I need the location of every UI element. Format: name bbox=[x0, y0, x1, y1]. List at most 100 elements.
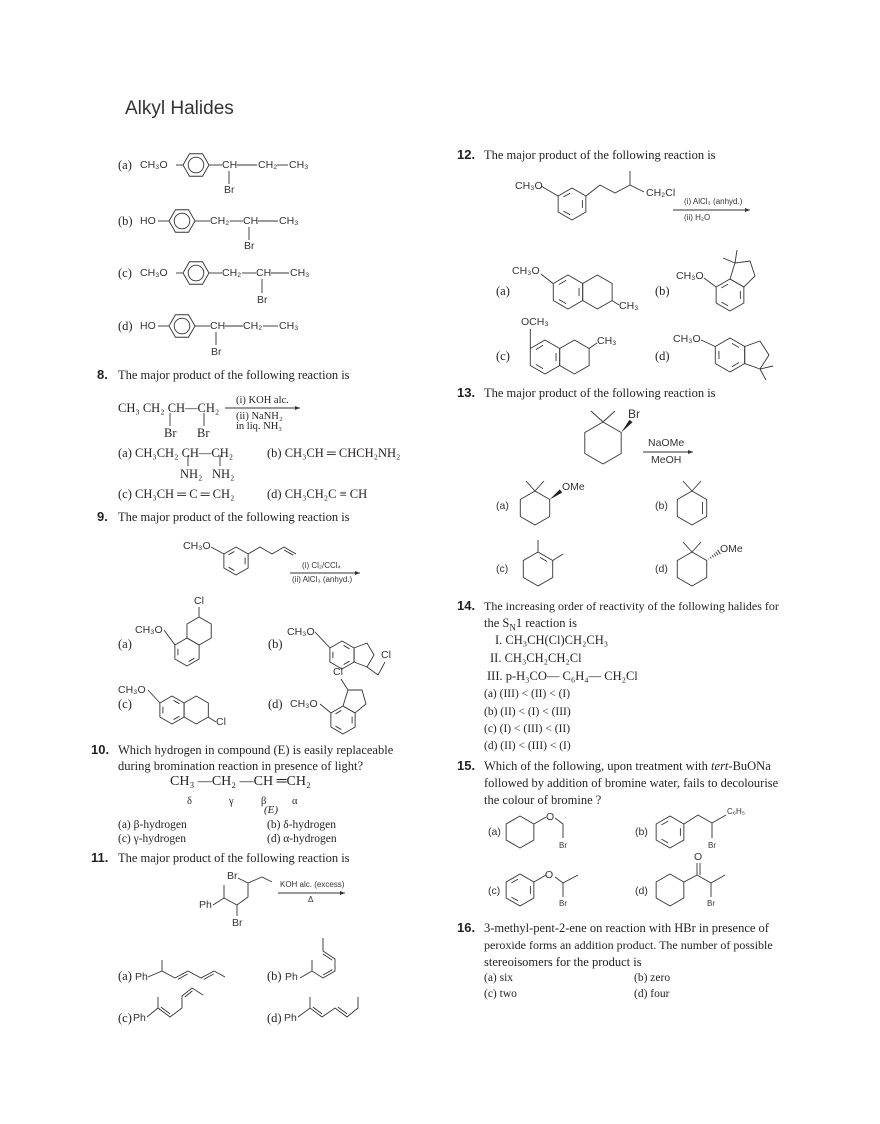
cyclohexane-ring bbox=[522, 551, 554, 587]
cyclohexane-ring bbox=[505, 815, 535, 849]
option-c: (c) CH₃CH ═ C ═ CH₂ bbox=[118, 487, 235, 501]
option-label: (a) bbox=[118, 969, 132, 983]
bond-line bbox=[683, 874, 726, 884]
option-label: (a) bbox=[496, 500, 509, 512]
question-number: 13. bbox=[457, 385, 476, 400]
double-bond-line bbox=[173, 715, 180, 720]
bond-line bbox=[691, 541, 702, 553]
subscript: N bbox=[509, 622, 516, 633]
cyclopentane-ring bbox=[353, 642, 375, 668]
bond-line bbox=[552, 553, 564, 561]
question-number: 9. bbox=[97, 509, 108, 524]
group-label: CH₃O bbox=[183, 540, 211, 552]
question-number: 15. bbox=[457, 758, 476, 773]
double-bond-line bbox=[228, 566, 235, 571]
bond-line bbox=[585, 184, 645, 197]
question-number: 12. bbox=[457, 147, 476, 162]
option-label: (d) bbox=[635, 885, 648, 897]
greek-label: α bbox=[292, 796, 298, 807]
option-label: (c) bbox=[488, 885, 501, 897]
option-label: (d) bbox=[268, 697, 283, 711]
option-a: (a) (III) < (II) < (I) bbox=[484, 688, 571, 700]
group-label: Br bbox=[227, 870, 238, 882]
group-label: Ph bbox=[199, 899, 212, 911]
option-b: (b) zero bbox=[634, 972, 671, 984]
question-text: 3-methyl-pent-2-ene on reaction with HBr… bbox=[484, 921, 769, 935]
bond-line bbox=[207, 716, 217, 723]
group-label: C₆H₅ bbox=[727, 807, 746, 816]
double-bond-line bbox=[731, 362, 740, 367]
question-text: peroxide forms an addition product. The … bbox=[484, 938, 773, 952]
bond-line bbox=[682, 480, 693, 492]
option-label: (d) bbox=[267, 1011, 282, 1025]
option-label: (b) bbox=[268, 637, 283, 651]
option-b: (b) CH₃CH ═ CHCH₂NH₂ bbox=[267, 446, 401, 460]
cyclohexane-ring bbox=[584, 421, 622, 465]
option-label: (c) bbox=[118, 1011, 132, 1025]
question-text: the colour of bromine ? bbox=[484, 793, 602, 807]
bond-line bbox=[540, 185, 559, 197]
question-text: during bromination reaction in presence … bbox=[118, 759, 364, 773]
option-label: (b) bbox=[635, 826, 648, 838]
option-c: (c) (I) < (III) < (II) bbox=[484, 723, 571, 735]
bond-line bbox=[525, 480, 536, 492]
double-bond-line bbox=[337, 1006, 348, 1015]
double-bond-line bbox=[173, 700, 180, 705]
group-label: CH₂ bbox=[243, 320, 263, 332]
bond-line bbox=[722, 257, 736, 264]
option-d: (d) (II) < (III) < (I) bbox=[484, 740, 571, 752]
greek-label: β bbox=[261, 796, 267, 807]
benzene-ring bbox=[552, 274, 584, 310]
double-bond-line bbox=[203, 973, 214, 980]
option-d: (d) four bbox=[634, 988, 670, 1000]
cyclohexane-ring bbox=[655, 873, 685, 907]
cyclohexane-ring bbox=[676, 551, 708, 587]
text-italic: tert bbox=[711, 759, 729, 773]
benzene-ring bbox=[529, 339, 561, 375]
group-label: Br bbox=[224, 184, 235, 196]
bond-line bbox=[247, 546, 297, 555]
arrow-head bbox=[745, 208, 750, 212]
double-bond-line bbox=[160, 1006, 171, 1015]
question-text: The increasing order of reactivity of th… bbox=[484, 599, 779, 613]
aromatic-circle bbox=[173, 212, 191, 230]
substituent: Br bbox=[164, 426, 177, 440]
benzene-ring bbox=[174, 637, 200, 667]
cyclohexane-ring bbox=[519, 490, 551, 526]
question-text: followed by addition of bromine water, f… bbox=[484, 776, 779, 790]
double-bond-line bbox=[335, 710, 342, 715]
double-bond-line bbox=[721, 301, 729, 307]
group-label: Br bbox=[707, 899, 715, 908]
double-bond-line bbox=[535, 364, 544, 369]
group-label: OMe bbox=[562, 481, 585, 493]
bond-line bbox=[700, 339, 716, 347]
double-bond-line bbox=[721, 283, 729, 289]
bond-line bbox=[366, 661, 386, 676]
double-bond-line bbox=[184, 990, 193, 998]
group-label: CH₂ bbox=[210, 215, 230, 227]
bond-line bbox=[533, 816, 547, 825]
group-label: Br bbox=[559, 841, 567, 850]
bond-line bbox=[683, 814, 713, 838]
bond-line bbox=[682, 541, 693, 553]
option-a: (a) β-hydrogen bbox=[118, 819, 187, 831]
option-label: (a) bbox=[496, 284, 510, 298]
bond-line bbox=[147, 689, 161, 704]
option-label: (b) bbox=[655, 500, 668, 512]
question-number: 16. bbox=[457, 920, 476, 935]
group-label: CH₃O bbox=[118, 684, 146, 696]
reactant-formula: CH₃ CH₂ CH—CH₂ bbox=[118, 401, 220, 415]
reagent: (i) AlCl₃ (anhyd.) bbox=[684, 197, 743, 206]
bond-line bbox=[319, 703, 332, 714]
hashed-bond bbox=[715, 551, 719, 556]
option-c: (c) γ-hydrogen bbox=[118, 833, 186, 845]
bond-line bbox=[146, 987, 204, 1018]
cyclopentane-ring bbox=[744, 340, 770, 370]
group-label: CH₃ bbox=[619, 300, 639, 312]
substituent: NH₂ bbox=[212, 467, 235, 481]
compound-formula: CH₃ —CH₂ —CH ═CH₂ bbox=[170, 774, 311, 789]
double-bond-line bbox=[343, 645, 350, 650]
bond-line bbox=[588, 342, 598, 349]
group-label: Cl bbox=[216, 716, 226, 728]
